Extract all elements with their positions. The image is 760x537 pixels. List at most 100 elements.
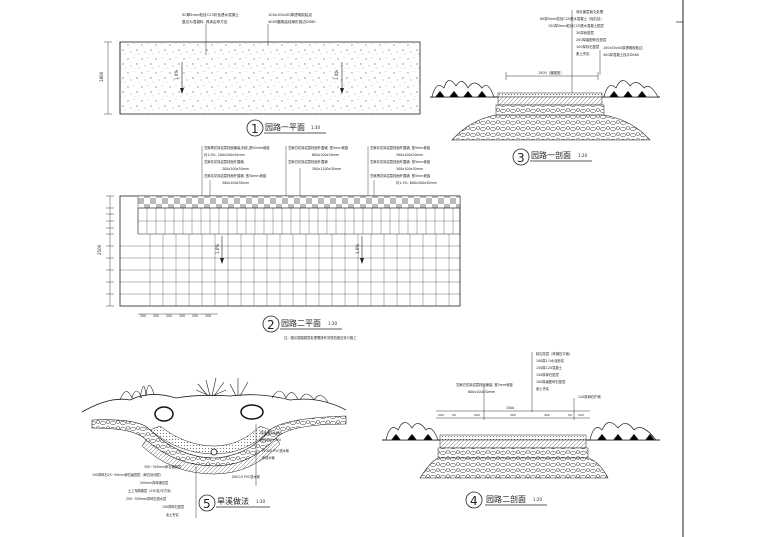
section-1-shrubs-right (603, 80, 659, 98)
dry-creek-right-note-1: 粒径300~500 (260, 437, 281, 442)
section-1-note-5: 100厚砂石垫层 (576, 44, 600, 49)
plan-1-label-left-2: 整边为混凝料, 具体由甲方定 (182, 19, 228, 24)
dry-creek: 300~500mm卵石铺筑层 100厚碎石25~50mm卵石级配层（碎石封闭层）… (81, 377, 347, 518)
dry-creek-plants (119, 377, 329, 403)
section-2-left-note-2: 600x100x30mm (468, 390, 495, 394)
dry-creek-gravel-layer (91, 415, 347, 467)
plan-2-col1-4: 芝麻灰花岗岩荔枝面外围铺, 宽50mm坡缝 (204, 173, 267, 178)
section-1-note-3: 30厚砂垫层 (576, 30, 594, 35)
section-1-base (497, 96, 603, 106)
dry-creek-right-note-4: DN110 PVC透水管 (232, 474, 260, 479)
panel-3-number: 3 (517, 151, 525, 165)
section-2-base (439, 439, 587, 449)
section-2-right-note: 120厚卵石护坡 (578, 394, 601, 399)
section-1-note-6: 素土夯实 (576, 51, 590, 56)
section-2-dim-1: 50 (452, 413, 456, 417)
section-2-dim-3: 300 (510, 413, 516, 417)
dry-creek-boulder-right (240, 404, 264, 420)
section-1-earth (451, 114, 651, 141)
dry-creek-left-note-2: 200mm厚碎铺压层 (140, 480, 168, 485)
panel-5-scale: 1:30 (256, 499, 265, 504)
section-1-right-note-2: 400厚混凝土找平DS60 (603, 52, 639, 57)
section-2-note-4: 100厚级配碎石垫层 (536, 379, 566, 384)
plan-1-label-right-1: 100x100x50厚透明胶粘边 (268, 12, 313, 17)
panel-1-title: 园路一平面 (265, 122, 305, 132)
panel-1-scale: 1:30 (311, 125, 320, 130)
section-2-shrubs-left (385, 422, 439, 441)
plan-2-grid (120, 208, 460, 306)
dry-creek-left-note-5: 150厚碎石垫层 (162, 504, 184, 509)
plan-2-col2-2: 芝麻白花岗岩荔枝面外围铺 (288, 159, 328, 164)
section-2-gravel (437, 447, 589, 459)
dry-creek-cobble-layer (149, 425, 271, 455)
plan-1-dim-width: 1800 (99, 71, 104, 82)
dry-creek-left-note-4: 250~500mm厚碎石透水层 (126, 496, 166, 501)
section-2-note-0: 精加压层（碎铺压平面） (536, 351, 572, 356)
plan-2-col3-4: 芝麻黑花岗岩荔枝面外围铺, 宽5mm坡缝 (370, 173, 431, 178)
section-1-surface (497, 92, 603, 98)
panel-2-number-circle (262, 315, 280, 333)
panel-4-number: 4 (470, 494, 478, 508)
section-2-note-1: 100厚1:3水泥砂浆 (536, 358, 565, 363)
plan-1-label-left-1: 50厚5mm粒径C25彩色透水混凝土 (182, 12, 239, 17)
section-1-right-note-1: 100x50x50厚透明胶粘边 (603, 45, 643, 50)
section-2-earth (419, 457, 609, 479)
panel-5-title: 旱溪做法 (217, 496, 249, 506)
section-1-note-4: 200厚级配碎石垫层 (576, 37, 607, 42)
section-2-note-5: 素土夯实 (536, 386, 550, 391)
plan-2-col1-3: 200x200x30mm (222, 167, 249, 171)
plan-2-col2-3: 300x1100x30mm (312, 167, 341, 171)
panel-4-number-circle (465, 491, 483, 509)
plan-2-col2-0: 芝麻白花岗岩荔枝面外围铺, 宽5mm坡缝 (288, 145, 349, 150)
dry-creek-left-note-3: 土工布隔离层（250克/平方米） (128, 488, 173, 493)
section-1-note-0: 深灰面层抛丸处理 (576, 9, 604, 14)
dry-creek-left-note-1: 100厚碎石25~50mm卵石级配层（碎石封闭层） (92, 472, 163, 477)
section-2-dim-6: 200 (578, 413, 584, 417)
section-1-dim: 1500（道路宽） (538, 70, 564, 75)
panel-1-number-circle (246, 119, 264, 137)
section-2-shrubs-right (589, 422, 657, 441)
plan-2-dim-row-4: 200 (192, 314, 198, 318)
panel-4-scale: 1:20 (533, 497, 542, 502)
panel-2-number: 2 (267, 318, 275, 332)
panel-3-title: 园路一剖面 (531, 150, 571, 160)
panel-4-title: 园路二剖面 (486, 494, 526, 504)
plan-2-col3-5: 约1.5%, 600x300x30mm (396, 180, 437, 185)
plan-2-col2-1: 600x100x30mm (312, 153, 339, 157)
section-2-left-note-1: 芝麻白花岗岩荔枝面铺装, 宽5mm坡缝 (456, 382, 513, 387)
dry-creek-ground (81, 394, 347, 413)
dry-creek-left-note-0: 300~500mm卵石铺筑层 (144, 464, 181, 469)
plan-2-col3-2: 芝麻灰花岗岩荔枝面外围铺, 宽5mm坡缝 (370, 159, 431, 164)
plan-2-col1-5: 300x100x30mm (222, 181, 249, 185)
plan-1-label-right-2: 4000圆角曲线扇形弧边DS60 (268, 19, 316, 24)
plan-1: 1800 50厚5mm粒径C25彩色透水混凝土 整边为混凝料, 具体由甲方定 1… (99, 12, 421, 137)
plan-1-slope-b: 1 0% (334, 70, 339, 80)
section-2-dim-5: 50 (568, 413, 572, 417)
dry-creek-right-note-3: 渗透水管 (262, 455, 275, 460)
plan-1-slope-a: 1 0% (174, 70, 179, 80)
panel-2-title: 园路二平面 (281, 318, 321, 328)
plan-2-col1-1: 约1.0%, 200x200x30mm (204, 152, 245, 157)
panel-5-number-circle (198, 494, 216, 512)
plan-2-slope-a: 1.0% (215, 244, 220, 254)
dry-creek-left-note-6: 素土夯实 (166, 512, 179, 517)
section-2-dim-2: 400 (474, 413, 480, 417)
dry-creek-base-layer (141, 437, 281, 475)
section-2-dim-0: 200 (438, 413, 444, 417)
section-1-note-2: 150厚5mm粒径C25透水混凝土垫层 (548, 23, 604, 28)
panel-2-scale: 1:30 (328, 321, 337, 326)
plan-2-col1-0: 芝麻黑花岗岩荔枝面铺装,斜纹,宽50mm坡缝 (204, 145, 270, 150)
section-1: 深灰面层抛丸处理 60厚5mm粒径C25透水混凝土（抛丸处） 150厚5mm粒径… (430, 9, 660, 166)
dry-creek-drain-pipe (210, 448, 218, 456)
plan-1-paving (119, 41, 421, 115)
plan-2-dim-row-3: 200 (179, 314, 185, 318)
plan-2-col3-1: 300x100x30mm (396, 153, 423, 157)
section-1-note-1: 60厚5mm粒径C25透水混凝土（抛丸处） (540, 16, 604, 21)
section-2-note-2: 150厚C20混凝土 (536, 365, 563, 370)
panel-5-number: 5 (203, 497, 211, 511)
plan-2-col1-2: 芝麻灰花岗岩荔枝面外围铺, (204, 159, 245, 164)
section-2-surface (439, 434, 587, 441)
section-2-note-3: 150厚碎石垫层 (536, 372, 559, 377)
dry-creek-boulder-left (154, 406, 174, 422)
